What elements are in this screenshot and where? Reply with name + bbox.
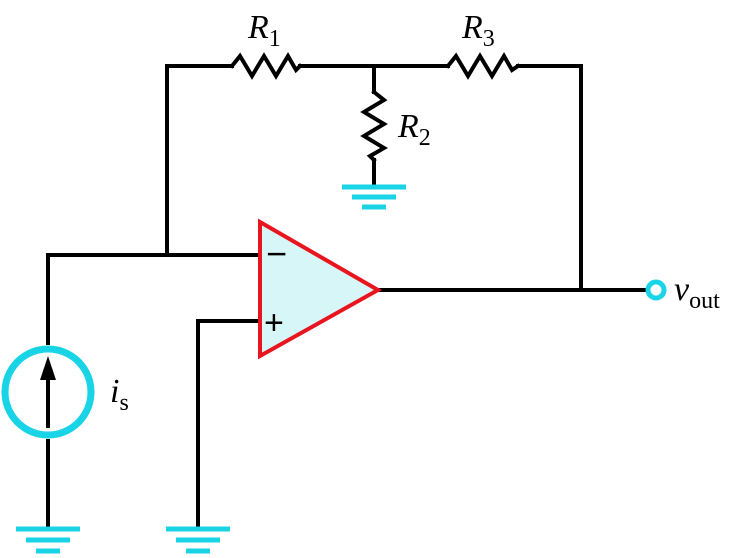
resistor-r2-label: R2 xyxy=(397,108,431,151)
output-terminal-circle xyxy=(645,279,667,301)
resistor-r1: R1 xyxy=(229,9,303,80)
op-amp-triangle xyxy=(258,218,383,360)
ground-icon-r2 xyxy=(342,184,406,210)
resistor-r1-zigzag xyxy=(229,52,303,80)
resistor-r2: R2 xyxy=(360,89,431,163)
ground-icon-source xyxy=(16,526,80,554)
resistor-r3-label: R3 xyxy=(461,9,495,52)
resistor-r3: R3 xyxy=(445,9,521,80)
resistor-r1-label: R1 xyxy=(247,9,281,52)
ground-icon-noninverting xyxy=(166,526,230,554)
wires xyxy=(46,64,649,530)
wire-right-feedback xyxy=(516,64,583,292)
op-amp: − + xyxy=(258,218,383,360)
wire-noninverting-input xyxy=(196,319,264,530)
output-terminal: vout xyxy=(645,271,720,314)
resistor-r3-zigzag xyxy=(445,52,521,80)
current-source: is xyxy=(1,345,129,439)
wire-left-feedback xyxy=(165,64,234,257)
op-amp-noninverting-sign: + xyxy=(264,304,284,342)
current-source-label: is xyxy=(110,373,129,416)
output-label: vout xyxy=(674,271,720,314)
resistor-r2-zigzag xyxy=(360,89,388,163)
op-amp-inverting-sign: − xyxy=(266,233,287,274)
arrow-up-icon xyxy=(40,356,56,380)
wire-inverting-input xyxy=(46,253,264,345)
